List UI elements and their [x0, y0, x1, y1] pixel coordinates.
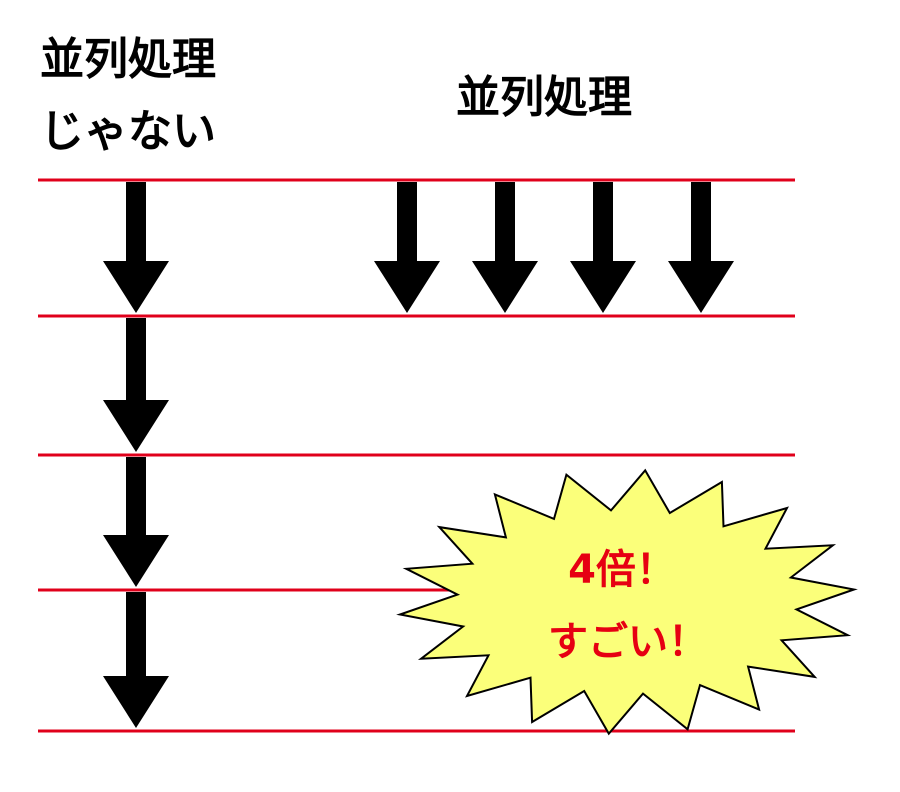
parallel-arrow: [374, 182, 440, 313]
parallel-arrow: [668, 182, 734, 313]
sequential-arrow: [103, 318, 169, 452]
sequential-arrow: [103, 457, 169, 587]
callout-text-4x: 4倍！: [568, 547, 676, 593]
sequential-title-line1: 並列処理: [40, 34, 216, 85]
parallel-arrow: [570, 182, 636, 313]
sequential-title-line2: じゃない: [40, 106, 216, 157]
callout-text-amazing: すごい！: [548, 619, 708, 665]
starburst-callout: [396, 468, 858, 736]
parallel-title: 並列処理: [456, 72, 632, 123]
sequential-arrow: [103, 182, 169, 313]
arrows: [103, 182, 734, 728]
parallel-arrow: [472, 182, 538, 313]
sequential-arrow: [103, 592, 169, 728]
